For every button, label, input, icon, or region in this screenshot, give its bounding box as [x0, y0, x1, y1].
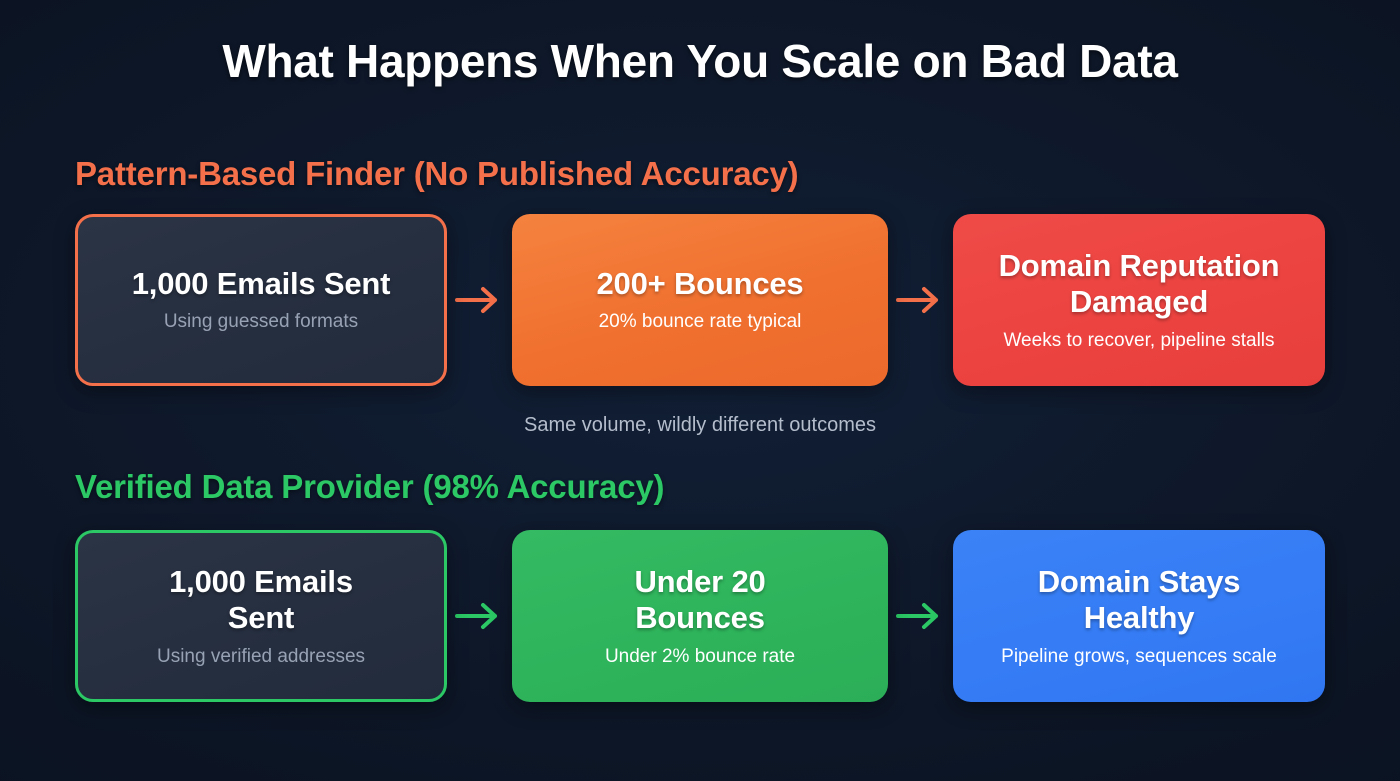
- flow-arrow-bad-1: [447, 214, 512, 386]
- section-heading-bad: Pattern-Based Finder (No Published Accur…: [75, 155, 799, 192]
- flow-card-bad-3: Domain Reputation Damaged Weeks to recov…: [953, 214, 1325, 386]
- flow-arrow-good-1: [447, 530, 512, 702]
- flow-row-bad: 1,000 Emails Sent Using guessed formats …: [75, 214, 1325, 386]
- flow-arrow-good-2: [888, 530, 953, 702]
- flow-card-subtitle: 20% bounce rate typical: [598, 311, 802, 333]
- flow-card-bad-2: 200+ Bounces 20% bounce rate typical: [512, 214, 888, 386]
- flow-card-title: 1,000 Emails Sent: [169, 563, 353, 636]
- flow-card-good-3: Domain Stays Healthy Pipeline grows, seq…: [953, 530, 1325, 702]
- flow-card-title: Under 20 Bounces: [634, 563, 766, 636]
- arrow-right-icon: [895, 285, 947, 315]
- flow-row-good: 1,000 Emails Sent Using verified address…: [75, 530, 1325, 702]
- flow-card-good-1: 1,000 Emails Sent Using verified address…: [75, 530, 447, 702]
- arrow-right-icon: [895, 601, 947, 631]
- section-heading-good: Verified Data Provider (98% Accuracy): [75, 468, 665, 505]
- mid-caption: Same volume, wildly different outcomes: [523, 414, 876, 436]
- flow-card-subtitle: Using verified addresses: [156, 645, 366, 667]
- arrow-right-icon: [454, 601, 506, 631]
- flow-card-title: 1,000 Emails Sent: [131, 265, 391, 301]
- flow-arrow-bad-2: [888, 214, 953, 386]
- flow-card-subtitle: Under 2% bounce rate: [604, 645, 796, 667]
- flow-card-bad-1: 1,000 Emails Sent Using guessed formats: [75, 214, 447, 386]
- flow-card-subtitle: Using guessed formats: [163, 311, 359, 333]
- flow-card-subtitle: Weeks to recover, pipeline stalls: [1003, 329, 1275, 351]
- flow-card-title: Domain Reputation Damaged: [998, 247, 1280, 320]
- arrow-right-icon: [454, 285, 506, 315]
- flow-card-title: 200+ Bounces: [596, 265, 804, 301]
- flow-card-title: Domain Stays Healthy: [1037, 563, 1241, 636]
- page-title: What Happens When You Scale on Bad Data: [222, 35, 1178, 87]
- flow-card-good-2: Under 20 Bounces Under 2% bounce rate: [512, 530, 888, 702]
- flow-card-subtitle: Pipeline grows, sequences scale: [1001, 645, 1277, 667]
